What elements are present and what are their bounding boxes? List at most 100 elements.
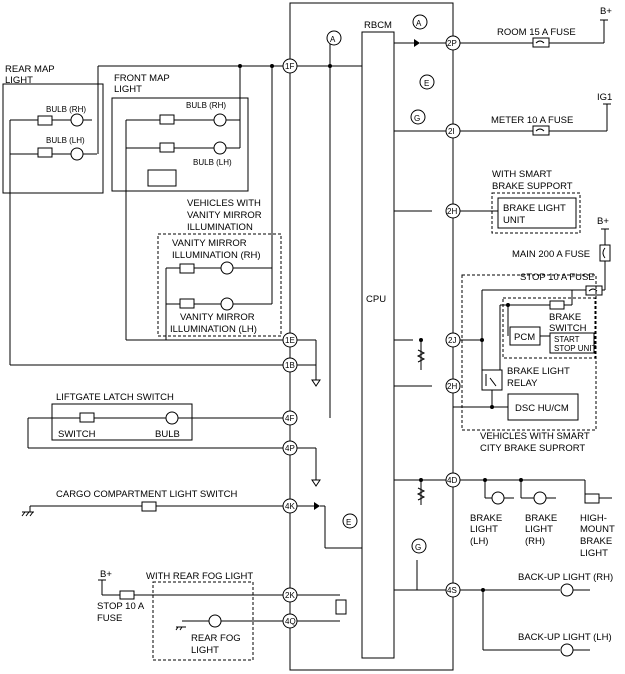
vanity-lh-bulb-icon — [220, 297, 234, 311]
front-map-2: LIGHT — [114, 84, 142, 95]
smart-brake-with-2: BRAKE SUPPORT — [492, 181, 573, 192]
rear-map-2: LIGHT — [5, 75, 33, 86]
vanity-rh-2: ILLUMINATION (RH) — [172, 250, 261, 261]
rear-fog-1: REAR FOG — [191, 633, 241, 644]
room-fuse-label: ROOM 15 A FUSE — [497, 27, 576, 38]
main-fuse — [599, 244, 611, 262]
rear-bulb-rh: BULB (RH) — [46, 105, 86, 114]
front-map-1: FRONT MAP — [114, 73, 170, 84]
rear-fog-group: B+ STOP 10 A FUSE WITH REAR FOG LIGHT RE… — [97, 569, 283, 661]
brake-light-rh-bulb — [533, 491, 547, 505]
ig1-label: IG1 — [597, 92, 612, 103]
vanity-rh-bulb-icon — [220, 261, 234, 275]
vanity-lh-1: VANITY MIRROR — [180, 312, 255, 323]
brake-lh-2: LIGHT — [470, 524, 498, 535]
start-stop-1: START — [554, 335, 580, 344]
meter-fuse-label: METER 10 A FUSE — [491, 115, 573, 126]
liftgate-bulb-icon — [165, 411, 179, 425]
start-stop-2: STOP UNIT — [554, 344, 596, 353]
pin-4f: 4F — [285, 414, 294, 423]
stop-fuse-right-label: STOP 10 A FUSE — [520, 272, 595, 283]
bplus-label-fog: B+ — [100, 569, 112, 580]
pin-4s: 4S — [447, 586, 457, 595]
brake-light-unit — [497, 197, 577, 229]
pin-2p: 2P — [447, 39, 457, 48]
front-map-light-group: FRONT MAP LIGHT BULB (RH) BULB (LH) — [111, 64, 249, 340]
relay-label-2: RELAY — [507, 378, 538, 389]
start-stop-unit — [549, 332, 595, 354]
room-fuse-circuit: B+ ROOM 15 A FUSE — [453, 6, 612, 48]
stop-fuse-left — [119, 590, 135, 600]
rear-bulb-rh-icon — [70, 113, 84, 127]
cargo-switch — [141, 501, 157, 512]
liftgate-title: LIFTGATE LATCH SWITCH — [56, 392, 174, 403]
backup-lh-label: BACK-UP LIGHT (LH) — [518, 632, 612, 643]
ref-g-bottom: G — [415, 543, 421, 552]
bplus-label-main: B+ — [597, 216, 609, 227]
pin-4d: 4D — [447, 476, 457, 485]
rear-fog-2: LIGHT — [191, 645, 219, 656]
pin-4p: 4P — [285, 444, 295, 453]
liftgate-switch: SWITCH — [58, 429, 96, 440]
cargo-group: CARGO COMPARTMENT LIGHT SWITCH — [21, 489, 283, 517]
cargo-label: CARGO COMPARTMENT LIGHT SWITCH — [56, 489, 238, 500]
pin-1e: 1E — [285, 336, 295, 345]
brake-light-unit-2: UNIT — [503, 215, 525, 226]
pin-2k: 2K — [285, 591, 295, 600]
brake-lights-group: BRAKE LIGHT (LH) BRAKE LIGHT (RH) HIGH- … — [453, 478, 615, 559]
ref-e-right: E — [424, 79, 429, 88]
room-fuse — [532, 37, 550, 48]
rear-fog-bulb-icon — [208, 614, 222, 628]
pins-left — [282, 58, 298, 629]
main-fuse-circuit: B+ MAIN 200 A FUSE STOP 10 A FUSE — [482, 216, 611, 296]
brake-rh-1: BRAKE — [525, 513, 557, 524]
pcm-label: PCM — [514, 332, 535, 343]
backup-light-lh-bulb — [560, 643, 574, 657]
vanity-with-1: VEHICLES WITH — [187, 198, 261, 209]
backup-light-rh-bulb — [560, 583, 574, 597]
meter-fuse-circuit: IG1 METER 10 A FUSE — [453, 92, 612, 136]
rear-map-1: REAR MAP — [5, 64, 55, 75]
high-mount-2: MOUNT — [580, 524, 615, 535]
rear-map-light-group: REAR MAP LIGHT BULB (RH) BULB (LH) — [2, 64, 104, 365]
rear-bulb-lh: BULB (LH) — [46, 136, 85, 145]
pin-2i: 2I — [448, 127, 455, 136]
vanity-mirror-group: VEHICLES WITH VANITY MIRROR ILLUMINATION… — [157, 66, 282, 340]
stop-fuse-right — [585, 285, 603, 296]
ref-a-right: A — [416, 19, 422, 28]
stop-fuse-left-2: FUSE — [97, 613, 122, 624]
scbs-group: BRAKE SWITCH PCM START STOP UNIT BRAKE L… — [453, 274, 597, 454]
front-bulb-lh-icon — [213, 141, 227, 155]
backup-lights-group: BACK-UP LIGHT (RH) BACK-UP LIGHT (LH) — [453, 572, 613, 657]
ref-e-left: E — [346, 518, 351, 527]
vanity-lh-2: ILLUMINATION (LH) — [170, 324, 257, 335]
smart-brake-with-1: WITH SMART — [492, 169, 552, 180]
scbs-label-1: VEHICLES WITH SMART — [480, 431, 590, 442]
pin-4q: 4Q — [285, 617, 296, 626]
stop-fuse-left-1: STOP 10 A — [97, 601, 145, 612]
brake-switch-1: BRAKE — [549, 312, 581, 323]
brake-switch — [549, 300, 565, 310]
brake-lh-3: (LH) — [470, 536, 488, 547]
high-mount-brake-light — [584, 493, 600, 504]
liftgate-group: LIFTGATE LATCH SWITCH SWITCH BULB — [27, 392, 283, 449]
cpu-block — [361, 31, 395, 659]
backup-rh-label: BACK-UP LIGHT (RH) — [518, 572, 613, 583]
smart-brake-group: WITH SMART BRAKE SUPPORT BRAKE LIGHT UNI… — [453, 169, 581, 234]
front-bulb-rh-icon — [213, 113, 227, 127]
pin-2j: 2J — [448, 336, 456, 345]
brake-rh-2: LIGHT — [525, 524, 553, 535]
brake-light-lh-bulb — [491, 491, 505, 505]
ref-g-right: G — [414, 114, 420, 123]
liftgate-bulb: BULB — [155, 429, 180, 440]
front-bulb-rh: BULB (RH) — [186, 101, 226, 110]
front-bulb-lh: BULB (LH) — [193, 158, 232, 167]
dsc-label: DSC HU/CM — [515, 403, 569, 414]
pin-1b: 1B — [285, 361, 295, 370]
vanity-with-2: VANITY MIRROR — [187, 210, 262, 221]
relay-label-1: BRAKE LIGHT — [507, 366, 570, 377]
brake-rh-3: (RH) — [525, 536, 545, 547]
vanity-with-3: ILLUMINATION — [187, 222, 253, 233]
high-mount-4: LIGHT — [580, 548, 608, 559]
